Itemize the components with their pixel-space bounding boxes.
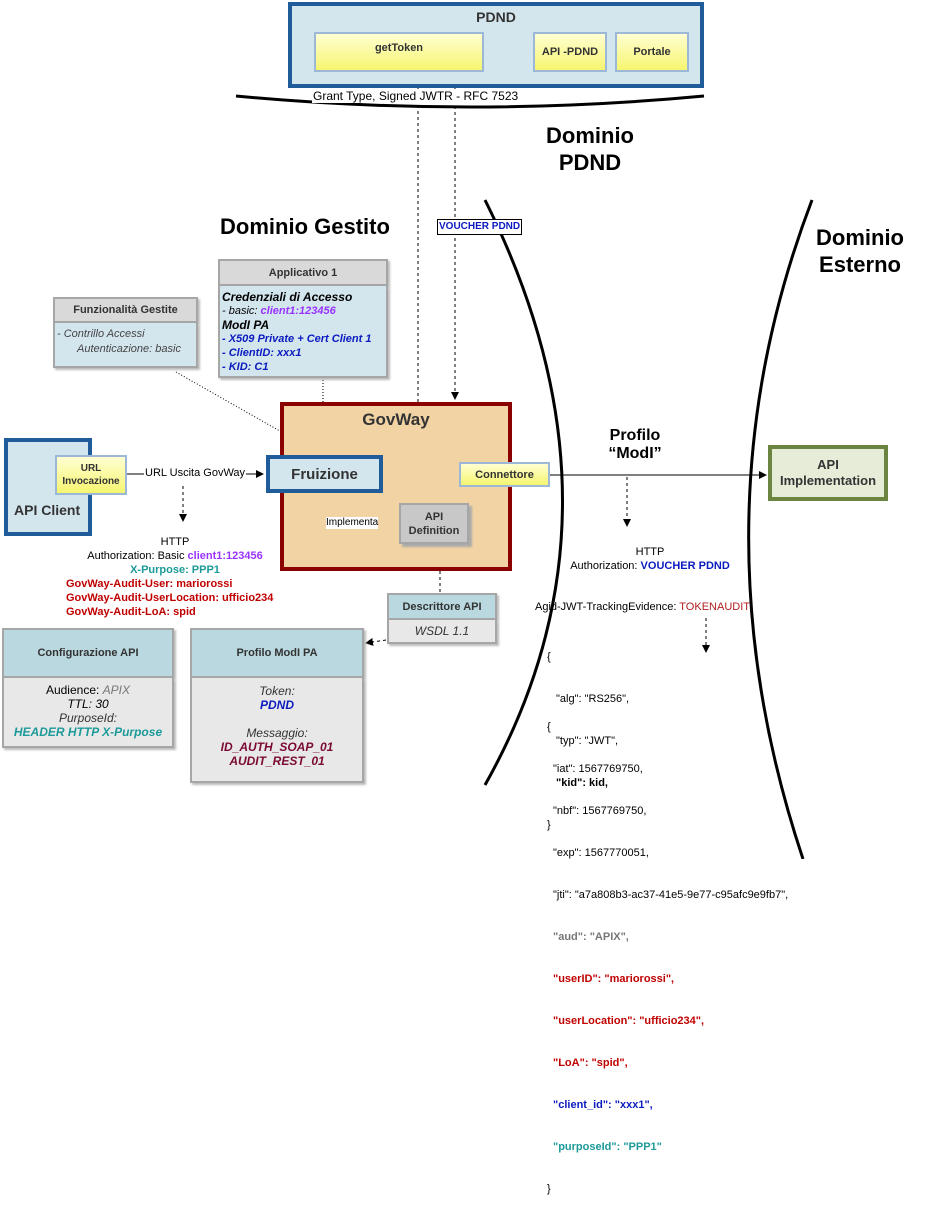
pdnd-title: PDND	[476, 9, 516, 25]
jwt-user-location: "userLocation": "ufficio234",	[553, 1015, 705, 1027]
url-invocazione-box[interactable]: URL Invocazione	[55, 455, 127, 495]
descrittore-profilo-arrow	[365, 638, 387, 646]
descrittore-header[interactable]: Descrittore API	[387, 593, 497, 620]
profilo-modi-title: Profilo “ModI”	[580, 427, 690, 463]
jwt-exp: "exp": 1567770051,	[553, 847, 649, 859]
configurazione-body: Audience: APIX TTL: 30 PurposeId: HEADER…	[2, 678, 174, 748]
descrittore-body: WSDL 1.1	[387, 620, 497, 644]
funzionalita-body: - Contrillo Accessi Autenticazione: basi…	[53, 323, 198, 368]
portale-box[interactable]: Portale	[615, 32, 689, 72]
dominio-esterno-title: Dominio Esterno	[800, 224, 920, 278]
modi-pa-heading: ModI PA	[222, 318, 270, 332]
dominio-pdnd-line1: Dominio	[546, 123, 634, 148]
jwt-jti: "jti": "a7a808b3-ac37-41e5-9e77-c95afc9e…	[553, 889, 789, 901]
messaggio-audit: AUDIT_REST_01	[229, 754, 325, 768]
fruizione-box[interactable]: Fruizione	[266, 455, 383, 493]
jwt-header-block: { "alg": "RS256", "typ": "JWT", "kid": k…	[547, 622, 629, 846]
audit-location-header: GovWay-Audit-UserLocation: ufficio234	[66, 592, 274, 604]
messaggio-id-auth: ID_AUTH_SOAP_01	[220, 740, 334, 754]
tracking-prefix: Agid-JWT-TrackingEvidence:	[535, 601, 680, 613]
x509-item: - X509 Private + Cert Client 1	[222, 333, 372, 345]
jwt-alg: "alg": "RS256",	[556, 693, 630, 705]
purpose-value: HEADER HTTP X-Purpose	[13, 725, 163, 739]
controllo-accessi: - Contrillo Accessi	[57, 328, 145, 340]
implementa-label: Implementa	[326, 517, 379, 529]
tracking-evidence-line: Agid-JWT-TrackingEvidence: TOKENAUDIT	[535, 600, 750, 614]
voucher-pdnd-label: VOUCHER PDND	[437, 219, 523, 235]
connettore-box[interactable]: Connettore	[459, 462, 550, 487]
ttl-value: TTL: 30	[67, 697, 109, 711]
audit-user-header: GovWay-Audit-User: mariorossi	[66, 578, 233, 590]
messaggio-label: Messaggio:	[246, 726, 308, 740]
api-client-label: API Client	[14, 502, 81, 518]
jwt-loa: "LoA": "spid",	[553, 1057, 628, 1069]
jwt-user-id: "userID": "mariorossi",	[553, 973, 675, 985]
jwt-typ: "typ": "JWT",	[556, 735, 619, 747]
audit-headers: GovWay-Audit-User: mariorossi GovWay-Aud…	[66, 577, 273, 619]
autenticazione-basic: Autenticazione: basic	[77, 343, 181, 355]
configurazione-header[interactable]: Configurazione API	[2, 628, 174, 678]
token-value: PDND	[259, 698, 294, 712]
audience-value: APIX	[102, 683, 131, 697]
auth-voucher-value: VOUCHER PDND	[640, 560, 730, 572]
profilo-modi-line2: “ModI”	[608, 445, 662, 462]
dominio-esterno-line1: Dominio	[816, 225, 904, 250]
api-pdnd-box[interactable]: API -PDND	[533, 32, 607, 72]
jwt-purpose-id: "purposeId": "PPP1"	[553, 1141, 662, 1153]
api-definition-box[interactable]: API Definition	[399, 503, 469, 544]
applicativo-header[interactable]: Applicativo 1	[218, 259, 388, 286]
client-id-item: - ClientID: xxx1	[222, 347, 302, 359]
grant-type-label: Grant Type, Signed JWTR - RFC 7523	[312, 89, 520, 103]
dominio-pdnd-line2: PDND	[558, 150, 622, 175]
jwt-iat: "iat": 1567769750,	[553, 763, 643, 775]
audience-label: Audience:	[45, 683, 103, 697]
url-uscita-label: URL Uscita GovWay	[144, 467, 247, 479]
jwt-header-open: {	[547, 651, 551, 663]
credenziali-heading: Credenziali di Accesso	[222, 290, 353, 304]
dominio-gestito-title: Dominio Gestito	[220, 214, 390, 239]
profilo-modi-pa-body: Token: PDND Messaggio: ID_AUTH_SOAP_01 A…	[190, 678, 364, 783]
http-request-block: HTTP Authorization: Basic client1:123456…	[40, 535, 310, 577]
applicativo-body: Credenziali di Accesso - basic: client1:…	[218, 286, 388, 378]
jwt-payload-open: {	[547, 721, 551, 733]
http-response-title: HTTP	[635, 546, 665, 558]
kid-item: - KID: C1	[222, 361, 269, 373]
auth-voucher-prefix: Authorization:	[570, 560, 641, 572]
jwt-nbf: "nbf": 1567769750,	[553, 805, 647, 817]
profilo-modi-pa-header[interactable]: Profilo ModI PA	[190, 628, 364, 678]
jwt-payload-block: { "iat": 1567769750, "nbf": 1567769750, …	[547, 692, 788, 1210]
auth-basic-prefix: Authorization: Basic	[87, 550, 188, 562]
basic-prefix: - basic:	[222, 305, 261, 317]
govway-title: GovWay	[362, 410, 430, 429]
audit-loa-header: GovWay-Audit-LoA: spid	[66, 606, 196, 618]
jwt-aud: "aud": "APIX",	[553, 931, 629, 943]
dominio-pdnd-title: Dominio PDND	[520, 122, 660, 176]
profilo-modi-line1: Profilo	[609, 427, 661, 444]
purpose-label: PurposeId:	[58, 711, 118, 725]
jwt-kid: "kid": kid,	[556, 777, 608, 789]
jwt-client-id: "client_id": "xxx1",	[553, 1099, 653, 1111]
dominio-esterno-line2: Esterno	[819, 252, 901, 277]
http-request-title: HTTP	[160, 536, 190, 548]
jwt-payload-close: }	[547, 1183, 551, 1195]
x-purpose-header: X-Purpose: PPP1	[130, 564, 220, 576]
http-response-block: HTTP Authorization: VOUCHER PDND	[550, 545, 750, 573]
auth-basic-value: client1:123456	[187, 550, 263, 562]
basic-credentials: client1:123456	[260, 305, 336, 317]
get-token-box[interactable]: getToken	[314, 32, 484, 72]
funzionalita-header[interactable]: Funzionalità Gestite	[53, 297, 198, 323]
token-label: Token:	[259, 684, 295, 698]
tracking-value: TOKENAUDIT	[679, 601, 750, 613]
api-implementation-box[interactable]: API Implementation	[768, 445, 888, 501]
jwt-header-close: }	[547, 819, 551, 831]
